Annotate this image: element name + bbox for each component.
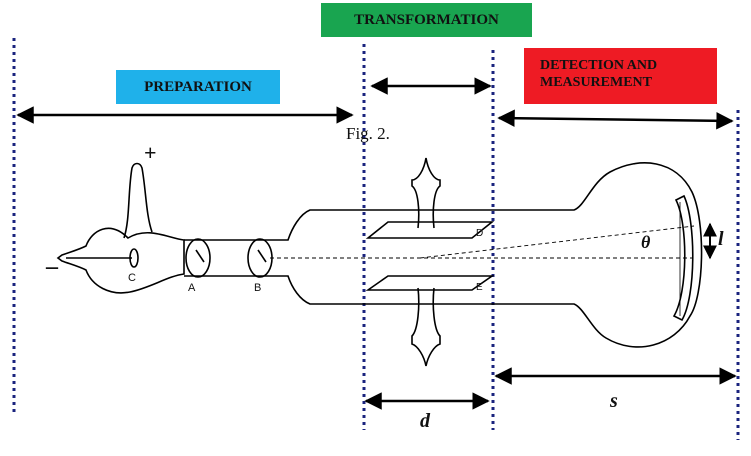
l-label: l [718, 228, 724, 250]
upper-plate [365, 221, 495, 239]
span-arrows [16, 77, 737, 410]
s-label: s [610, 390, 618, 412]
preparation-box: PREPARATION [116, 70, 280, 104]
lower-plate-stem [411, 287, 441, 367]
figure-label: Fig. 2. [346, 124, 390, 143]
arrow-detection [497, 109, 734, 130]
anode-disc-b [247, 238, 273, 278]
left-bulb [56, 227, 185, 294]
beam-lines [270, 225, 695, 259]
detection-label-line2: MEASUREMENT [540, 75, 653, 90]
label-e-plate: E [476, 282, 483, 293]
deflected-beam [419, 225, 695, 259]
theta-label: θ [641, 232, 651, 252]
label-b: B [254, 282, 262, 294]
anode-disc-a [185, 238, 211, 278]
plus-sign: + [144, 140, 157, 165]
label-c: C [128, 272, 136, 284]
label-d-plate: D [476, 228, 484, 239]
anode-stem [123, 162, 153, 239]
detection-label-line1: DETECTION AND [540, 58, 658, 73]
lower-plate [365, 275, 495, 291]
label-a: A [188, 282, 196, 294]
tube-outline [56, 157, 703, 367]
minus-sign: – [46, 254, 58, 280]
upper-plate-stem [411, 157, 441, 229]
transformation-box: TRANSFORMATION [321, 3, 532, 37]
screen [672, 194, 694, 322]
detection-measurement-box: DETECTION AND MEASUREMENT [524, 48, 717, 104]
d-label: d [420, 410, 430, 432]
section-dividers [12, 38, 740, 440]
